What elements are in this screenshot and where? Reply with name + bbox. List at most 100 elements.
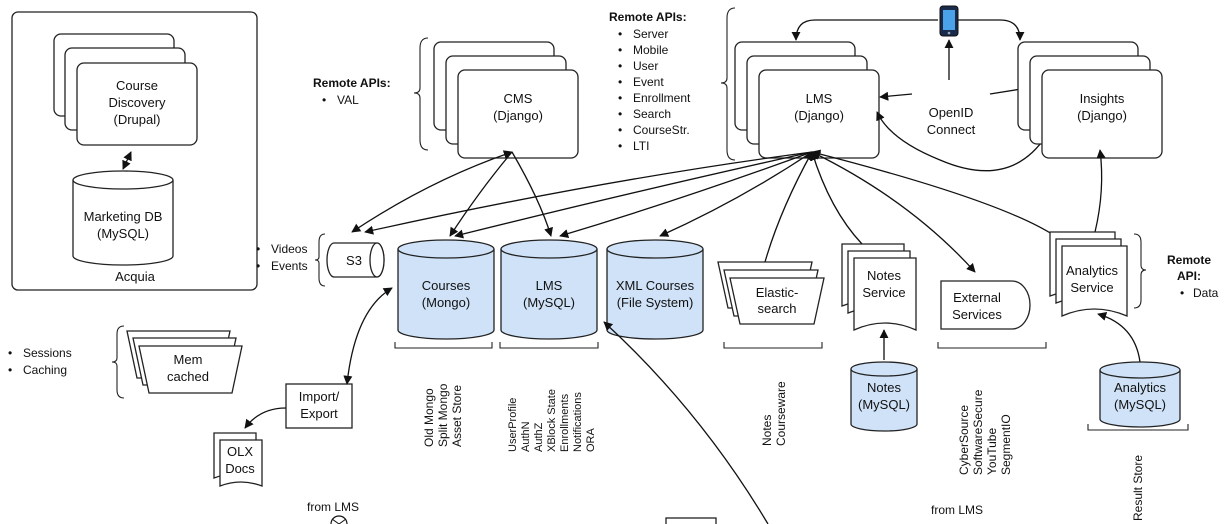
lms-api-user: User <box>633 59 658 73</box>
lms-db-line-1: LMS <box>536 278 563 293</box>
xml-courses-db: XML Courses (File System) <box>606 239 704 340</box>
analytics-remote-api: Remote API: • Data <box>1167 253 1219 300</box>
analytics-db-line-1: Analytics <box>1114 380 1167 395</box>
lms-db-bracket <box>499 342 599 349</box>
marketing-db-line-2: (MySQL) <box>97 226 149 241</box>
bullet: • <box>256 242 260 256</box>
lms-note-xblock-state: XBlock State <box>546 389 558 452</box>
xml-courses-line-2: (File System) <box>617 295 694 310</box>
lms-note-authn: AuthN <box>520 421 532 452</box>
analytics-db-note: Result Store <box>1131 455 1145 521</box>
cms-line-2: (Django) <box>493 108 543 123</box>
olx-docs-node: OLX Docs <box>213 432 263 487</box>
notes-service-line-2: Service <box>862 285 905 300</box>
external-note-segmentio: SegmentIO <box>999 414 1013 475</box>
openid-to-lms-arrow <box>879 91 913 101</box>
lms-api-lti: LTI <box>633 139 649 153</box>
course-discovery-line-1: Course <box>116 78 158 93</box>
lms-remote-apis-title: Remote APIs: <box>609 10 687 24</box>
analytics-db-bracket <box>1087 424 1189 431</box>
import-export-olx-arrow <box>244 407 287 429</box>
bullet: • <box>618 27 622 41</box>
elasticsearch-line-2: search <box>757 301 796 316</box>
connection-arrows <box>351 149 1106 524</box>
notes-service-line-1: Notes <box>867 268 901 283</box>
memcached-line-1: Mem <box>174 352 203 367</box>
lms-db-notes: UserProfile AuthN AuthZ XBlock State Enr… <box>507 389 597 452</box>
cms-line-1: CMS <box>504 91 533 106</box>
elasticsearch-bracket <box>723 342 823 349</box>
course-discovery-node: Course Discovery (Drupal) <box>53 33 198 146</box>
analytics-api-bracket <box>1133 233 1147 309</box>
memcached-line-2: cached <box>167 369 209 384</box>
lms-note-notifications: Notifications <box>572 392 584 452</box>
notes-mysql-db: Notes (MySQL) <box>850 361 918 432</box>
openid-line-2: Connect <box>927 122 976 137</box>
elasticsearch-note-courseware: Courseware <box>774 381 788 446</box>
external-services-notes: CyberSource SoftwareSecure YouTube Segme… <box>957 389 1013 475</box>
lms-api-coursestr: CourseStr. <box>633 123 690 137</box>
bullet: • <box>618 59 622 73</box>
analytics-service-line-1: Analytics <box>1066 263 1119 278</box>
external-note-youtube: YouTube <box>985 428 999 475</box>
lms-remote-apis: Remote APIs: •Server •Mobile •User •Even… <box>609 7 736 161</box>
openid-line-1: OpenID <box>929 105 974 120</box>
xml-courses-line-1: XML Courses <box>616 278 695 293</box>
bullet: • <box>618 75 622 89</box>
elasticsearch-note-notes: Notes <box>760 415 774 446</box>
analytics-mysql-db: Analytics (MySQL) <box>1099 361 1181 428</box>
external-services-line-1: External <box>953 290 1001 305</box>
lms-node: LMS (Django) <box>734 41 880 159</box>
course-discovery-line-3: (Drupal) <box>114 112 161 127</box>
cms-remote-apis: Remote APIs: • VAL <box>313 37 429 151</box>
analytics-service-node: Analytics Service <box>1049 231 1128 317</box>
external-services-node: External Services <box>940 280 1031 330</box>
import-export-node: Import/ Export <box>285 383 353 429</box>
globe-icon <box>330 515 348 524</box>
elasticsearch-node: Elastic- search <box>717 261 825 325</box>
lms-api-mobile: Mobile <box>633 43 669 57</box>
analytics-remote-api-title-1: Remote <box>1167 253 1211 267</box>
phone-to-insights-arrow <box>958 19 1025 41</box>
s3-bucket: S3 <box>326 242 385 278</box>
bullet: • <box>618 43 622 57</box>
courses-db-bracket <box>394 342 493 349</box>
lms-note-enrollments: Enrollments <box>559 393 571 452</box>
marketing-db: Marketing DB (MySQL) <box>72 170 174 266</box>
courses-db-line-1: Courses <box>422 278 471 293</box>
elasticsearch-notes: Notes Courseware <box>760 381 788 446</box>
lms-api-search: Search <box>633 107 671 121</box>
courses-db-notes: Old Mongo Split Mongo Asset Store <box>422 383 464 447</box>
memcached-item-sessions: Sessions <box>23 346 72 360</box>
olx-docs-line-2: Docs <box>225 461 255 476</box>
courses-note-old-mongo: Old Mongo <box>422 388 436 447</box>
lms-note-authz: AuthZ <box>533 422 545 452</box>
analytics-service-line-2: Service <box>1070 280 1113 295</box>
cms-remote-api-item: VAL <box>337 93 359 107</box>
bullet: • <box>618 139 622 153</box>
from-lms-right-label: from LMS <box>931 503 983 517</box>
analytics-db-to-service-arrow <box>1097 311 1141 363</box>
lms-remote-api-list: •Server •Mobile •User •Event •Enrollment… <box>618 27 691 153</box>
lms-api-server: Server <box>633 27 668 41</box>
insights-line-1: Insights <box>1080 91 1125 106</box>
discovery-db-arrow <box>122 151 132 170</box>
memcached-node: Mem cached <box>126 330 243 394</box>
bottom-partial-box <box>665 517 717 524</box>
courses-note-asset-store: Asset Store <box>450 385 464 447</box>
external-note-softwaresecure: SoftwareSecure <box>971 389 985 475</box>
s3-label: S3 <box>346 253 362 268</box>
notes-db-line-1: Notes <box>867 380 901 395</box>
courses-db-line-2: (Mongo) <box>422 295 470 310</box>
lms-note-ora: ORA <box>585 428 597 453</box>
bullet: • <box>618 91 622 105</box>
external-services-bracket <box>937 342 1047 349</box>
analytics-remote-api-data: Data <box>1193 286 1219 300</box>
s3-item-events: Events <box>271 259 308 273</box>
s3-items: • Videos • Events <box>256 233 326 287</box>
cms-node: CMS (Django) <box>433 41 579 159</box>
import-export-line-1: Import/ <box>299 389 340 404</box>
marketing-db-line-1: Marketing DB <box>84 209 163 224</box>
mobile-phone-icon <box>939 5 959 37</box>
